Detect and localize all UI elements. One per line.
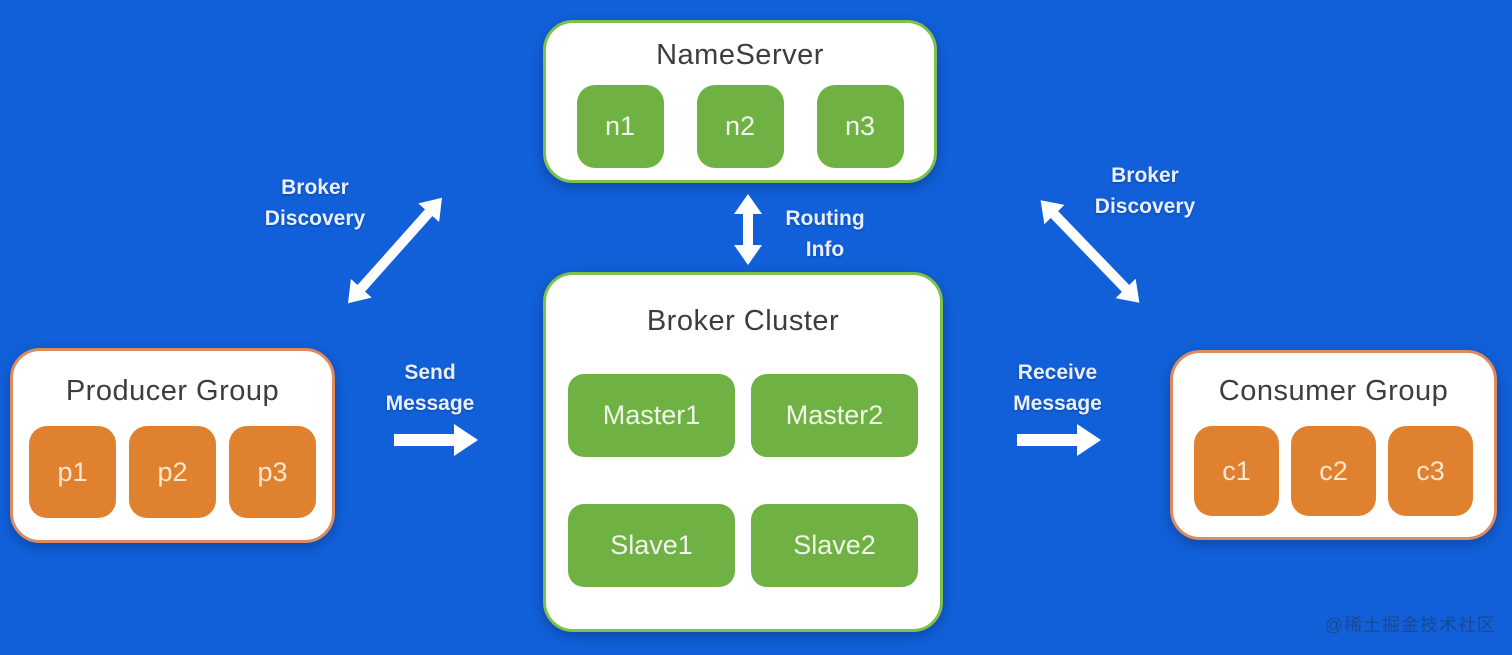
node-slave2: Slave2	[751, 504, 918, 587]
consumer-group-tiles: c1 c2 c3	[1194, 426, 1473, 516]
broker-discovery-right-arrow	[1040, 200, 1140, 303]
producer-group-box: Producer Group p1 p2 p3	[10, 348, 335, 543]
label-line: Discovery	[1094, 195, 1196, 218]
node-c1: c1	[1194, 426, 1279, 516]
nameserver-box: NameServer n1 n2 n3	[543, 20, 937, 183]
label-line: Broker	[281, 176, 349, 199]
label-line: Message	[1013, 392, 1102, 415]
node-c3: c3	[1388, 426, 1473, 516]
broker-cluster-title: Broker Cluster	[646, 305, 840, 337]
label-line: Routing	[785, 207, 865, 230]
label-line: Discovery	[264, 207, 366, 230]
node-n3: n3	[816, 85, 904, 168]
broker-cluster-tiles: Master1 Master2 Slave1 Slave2	[568, 374, 918, 587]
node-p1: p1	[29, 426, 116, 518]
label-line: Receive	[1017, 361, 1098, 384]
node-c2: c2	[1291, 426, 1376, 516]
label-line: Broker	[1111, 164, 1179, 187]
node-n2: n2	[696, 85, 784, 168]
node-p2: p2	[129, 426, 216, 518]
label-routing-info: Routing Info	[770, 203, 880, 265]
node-master1: Master1	[568, 374, 735, 457]
label-line: Message	[385, 392, 475, 415]
watermark: @稀土掘金技术社区	[1324, 615, 1496, 635]
broker-cluster-box: Broker Cluster Master1 Master2 Slave1 Sl…	[543, 272, 943, 632]
consumer-group-title: Consumer Group	[1218, 375, 1449, 407]
nameserver-title: NameServer	[656, 39, 824, 71]
label-broker-discovery-right: Broker Discovery	[1065, 160, 1225, 222]
node-master2: Master2	[751, 374, 918, 457]
label-send-message: Send Message	[370, 357, 490, 419]
node-n1: n1	[576, 85, 664, 168]
label-line: Info	[805, 238, 845, 261]
node-p3: p3	[229, 426, 316, 518]
nameserver-tiles: n1 n2 n3	[576, 85, 904, 168]
producer-group-title: Producer Group	[65, 375, 280, 407]
node-slave1: Slave1	[568, 504, 735, 587]
label-line: Send	[404, 361, 456, 384]
label-broker-discovery-left: Broker Discovery	[235, 172, 395, 234]
producer-group-tiles: p1 p2 p3	[29, 426, 316, 518]
consumer-group-box: Consumer Group c1 c2 c3	[1170, 350, 1497, 540]
label-receive-message: Receive Message	[995, 357, 1120, 419]
